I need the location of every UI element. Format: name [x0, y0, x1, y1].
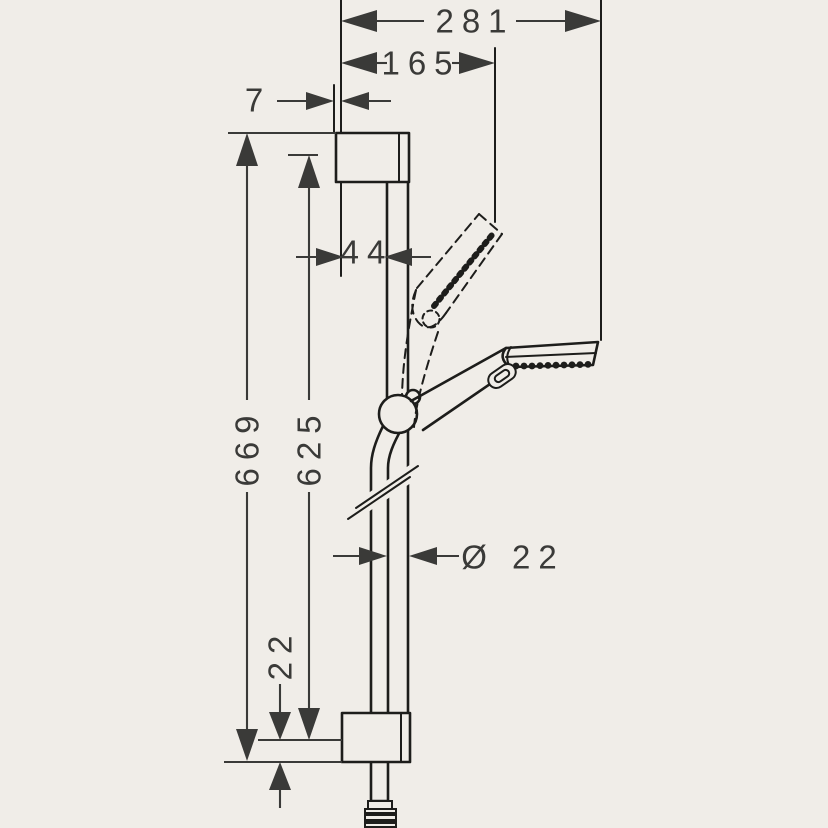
dim-arrow-left: [359, 547, 387, 565]
dim-tilted-head-depth-label: 165: [381, 45, 460, 82]
dim-arrow-top: [298, 155, 320, 188]
dashed-head-right-edge: [445, 233, 503, 314]
dim-bottom-end-offset-label: 22: [262, 628, 299, 681]
break-marks: [344, 461, 422, 524]
connector-collar: [367, 800, 393, 810]
break-line-2: [347, 476, 411, 520]
connector-nut: [364, 808, 397, 828]
dashed-head-curl: [421, 309, 441, 329]
dim-arrow-top: [236, 133, 258, 166]
top-bracket: [334, 131, 411, 184]
dim-arrow-bottom: [298, 708, 320, 740]
connector-band-3: [365, 826, 396, 828]
top-bracket-body: [334, 131, 411, 184]
dim-bar-diameter-label: Ø 22: [461, 539, 565, 576]
hose-left-edge: [369, 422, 386, 715]
dim-arrow-lower: [269, 762, 291, 790]
bottom-bracket-body: [340, 711, 412, 764]
hose-right-edge: [386, 426, 404, 715]
hose-body-fill: [371, 424, 402, 713]
dim-arrow-right: [565, 10, 601, 32]
dashed-head-cone: [411, 287, 447, 329]
dim-total-height-label: 669: [229, 407, 266, 486]
dim-bar-diameter: Ø 22: [333, 539, 565, 576]
dim-total-height: 669: [228, 132, 336, 761]
dim-arrow-left: [341, 10, 377, 32]
dim-arrow-left: [316, 248, 344, 266]
head-inner-line: [505, 352, 597, 358]
hand-shower: [409, 340, 600, 432]
dashed-handle-left: [401, 289, 417, 396]
dim-wall-plate-offset-label: 7: [245, 82, 271, 119]
dim-wall-plate-offset: 7: [245, 82, 391, 119]
dashed-head-left-edge: [416, 213, 480, 289]
dashed-spray-face: [431, 232, 495, 309]
head-hook: [487, 362, 517, 390]
dim-bottom-end-offset: 22: [224, 628, 342, 808]
dim-bar-length: 625: [288, 154, 328, 740]
connector-band-1: [365, 812, 396, 816]
dim-total-depth: 281: [341, 3, 601, 40]
dashed-handle-right: [413, 331, 439, 428]
spray-nozzles: [512, 361, 592, 370]
dim-bar-wall-clearance-label: 44: [341, 234, 394, 271]
slider-holder: [377, 388, 422, 435]
dim-arrow-bottom: [236, 729, 258, 761]
dim-bar-wall-clearance: 44: [296, 234, 431, 271]
dim-arrow-right: [459, 52, 495, 74]
dim-arrow-right: [384, 248, 412, 266]
hose-connector: [364, 799, 397, 828]
dashed-head-end-cap: [478, 213, 503, 235]
dim-tilted-head-depth: 165: [341, 45, 495, 82]
holder-knob: [377, 393, 419, 435]
hook-outline: [487, 362, 517, 390]
handle-top-edge: [409, 346, 508, 403]
bottom-bracket: [340, 711, 412, 764]
connector-band-2: [365, 819, 396, 824]
dim-arrow-left: [341, 52, 377, 74]
dim-arrow-upper: [269, 712, 291, 740]
dim-arrow-right: [409, 547, 437, 565]
dim-bar-length-label: 625: [291, 407, 328, 486]
wall-reference-lines: [333, 0, 602, 341]
hand-shower-tilted-dashed: [401, 213, 503, 428]
hook-inner: [493, 368, 511, 384]
dim-arrow-right: [341, 92, 369, 110]
dim-arrow-left: [306, 92, 334, 110]
break-line-1: [355, 465, 419, 509]
dim-total-depth-label: 281: [435, 3, 514, 40]
